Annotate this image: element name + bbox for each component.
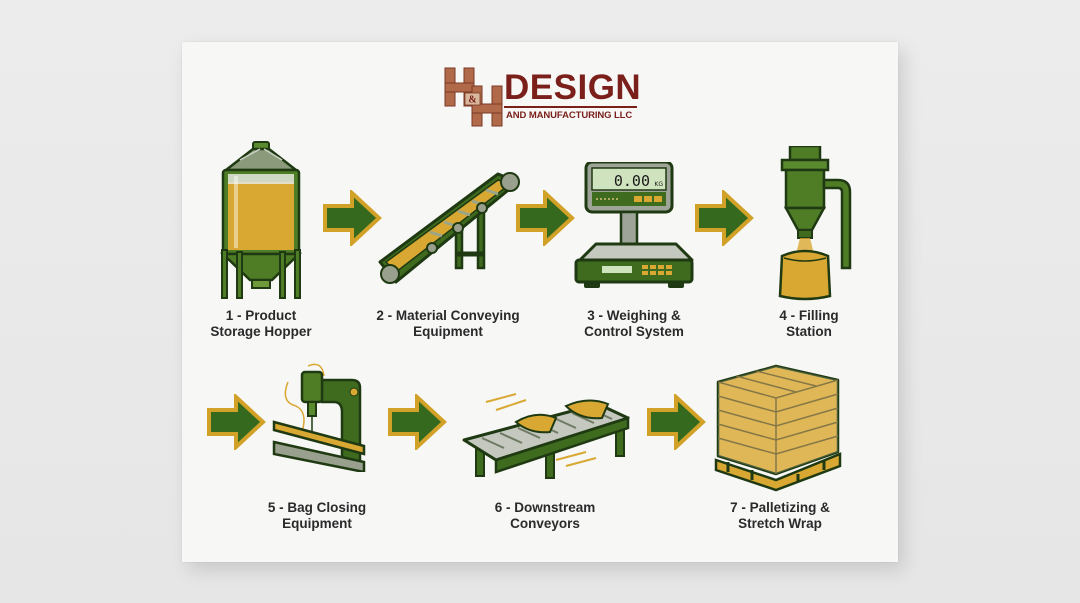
- svg-text:KG: KG: [654, 181, 663, 188]
- step-7-palletizing: [712, 362, 844, 492]
- wrapped-pallet-icon: [714, 364, 842, 492]
- step-6-downstream: [456, 382, 636, 482]
- step-3-weighing: 0.00 KG: [572, 162, 697, 302]
- storage-hopper-silo-icon: [219, 141, 303, 299]
- brand-name: DESIGN: [504, 68, 642, 107]
- arrow-5-to-6-icon: [388, 394, 447, 450]
- step-4-filling: [772, 146, 862, 301]
- arrow-2-to-3-icon: [516, 190, 575, 246]
- bag-sewing-machine-icon: [272, 363, 366, 472]
- arrow-3-to-4-icon: [695, 190, 754, 246]
- step-7-label: 7 - Palletizing &Stretch Wrap: [730, 500, 830, 531]
- logo-divider: [504, 106, 637, 108]
- svg-text:&: &: [468, 95, 476, 106]
- roller-conveyor-icon: [462, 393, 630, 479]
- step-3-label: 3 - Weighing &Control System: [584, 308, 684, 339]
- arrow-6-to-7-icon: [647, 394, 706, 450]
- step-5-bag-closing: [272, 362, 382, 472]
- step-1-storage-hopper: [216, 140, 306, 300]
- company-logo: & DESIGN AND MANUFACTURING LLC: [444, 66, 644, 128]
- brand-tagline: AND MANUFACTURING LLC: [506, 110, 633, 121]
- arrow-1-to-2-icon: [323, 190, 382, 246]
- step-2-conveying: [370, 162, 525, 292]
- inclined-conveyor-icon: [378, 172, 520, 284]
- filling-spout-bag-icon: [778, 146, 852, 301]
- arrow-row2-in-icon: [207, 394, 266, 450]
- weighing-scale-icon: 0.00 KG: [574, 162, 694, 288]
- process-diagram-card: & DESIGN AND MANUFACTURING LLC 1 - Prod: [182, 42, 898, 562]
- svg-text:0.00: 0.00: [614, 172, 650, 190]
- hh-monogram-icon: &: [444, 67, 503, 127]
